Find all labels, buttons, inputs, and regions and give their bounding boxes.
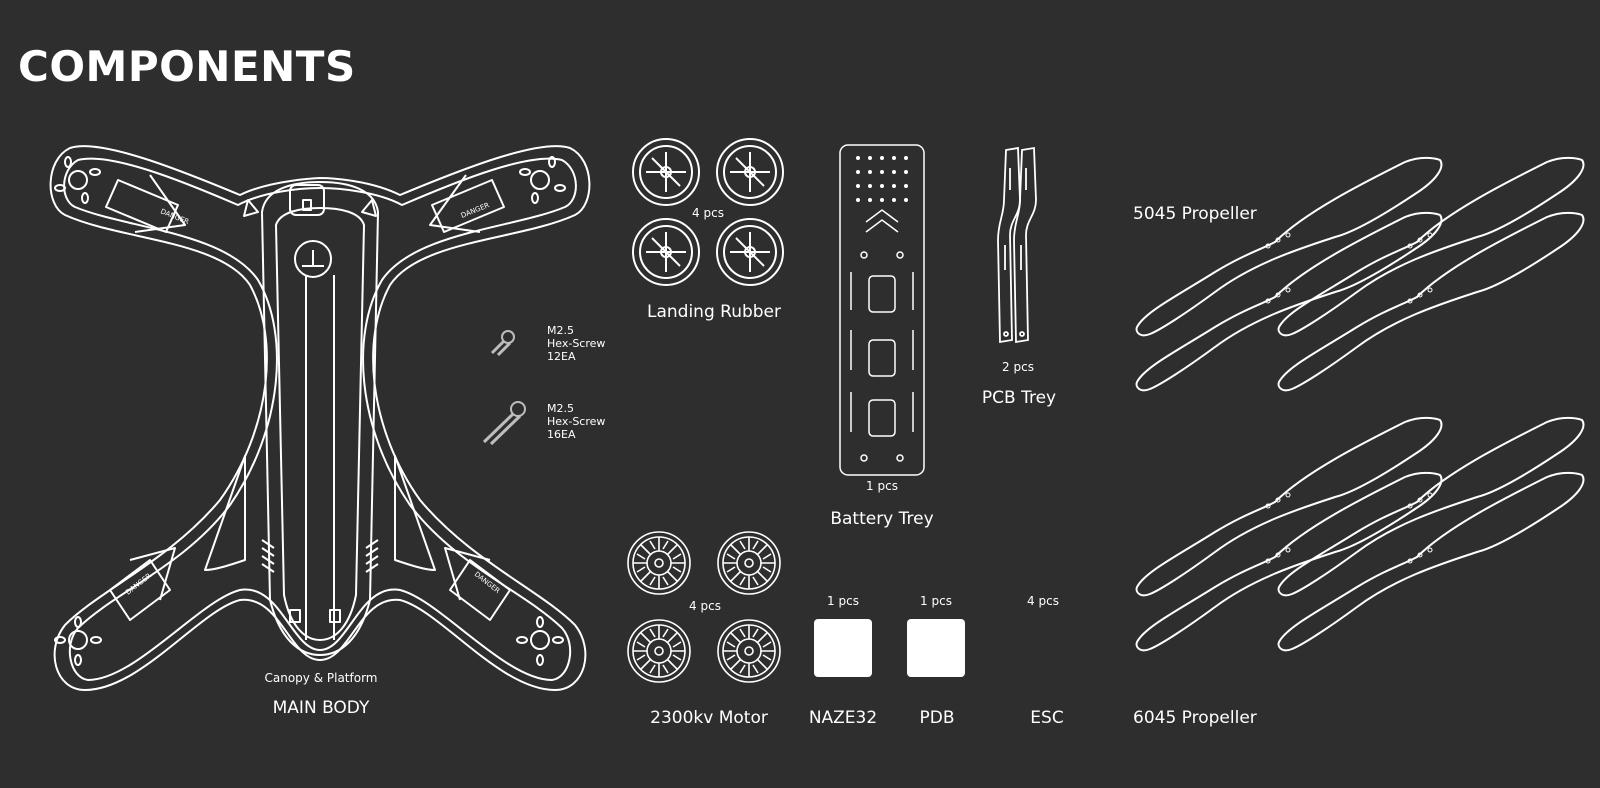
landing-rubber-icon [716,218,784,286]
main-body-sublabel: Canopy & Platform [264,671,378,685]
naze32-board [814,619,872,677]
pcb-trey-label: PCB Trey [981,388,1057,408]
propeller-icon [1277,211,1585,392]
propeller-5045-label: 5045 Propeller [1133,204,1257,224]
screw-1-type: Hex-Screw [547,337,606,350]
pdb-label: PDB [919,708,955,728]
naze32-qty: 1 pcs [827,594,859,608]
landing-rubber-icon [632,218,700,286]
motor-qty: 4 pcs [689,599,721,613]
propeller-icon [1135,416,1443,597]
battery-trey-holes [856,156,908,202]
screw-small-icon [490,330,515,357]
screw-1-size: M2.5 [547,324,574,337]
page-title: COMPONENTS [18,42,356,91]
pcb-trey-qty: 2 pcs [1002,360,1034,374]
landing-rubber-icon [632,138,700,206]
motor-icon [627,619,691,683]
propeller-icon [1135,211,1443,392]
landing-rubber-icon [716,138,784,206]
propeller-6045-label: 6045 Propeller [1133,708,1257,728]
esc-qty: 4 pcs [1027,594,1059,608]
screw-2-text: M2.5 Hex-Screw 16EA [547,402,605,441]
propeller-icon [1277,471,1585,652]
motor-icon [717,531,781,595]
battery-trey-label: Battery Trey [830,509,934,529]
pdb-board [907,619,965,677]
pdb-qty: 1 pcs [920,594,952,608]
landing-rubber-label: Landing Rubber [647,302,781,322]
screw-2-type: Hex-Screw [547,415,606,428]
battery-trey-qty: 1 pcs [866,479,898,493]
motor-label: 2300kv Motor [650,708,768,728]
propeller-icon [1135,471,1443,652]
esc-label: ESC [1030,708,1064,728]
motor-icon [627,531,691,595]
propeller-6045-group [1135,416,1585,652]
naze32-label: NAZE32 [808,708,878,728]
screw-1-count: 12EA [547,350,576,363]
canopy [261,181,379,656]
screw-1-text: M2.5 Hex-Screw 12EA [547,324,605,363]
frame-outline [49,145,591,691]
main-body-label: MAIN BODY [272,698,370,718]
motor-icon [717,619,781,683]
propeller-5045-group [1135,156,1585,392]
screw-2-size: M2.5 [547,402,574,415]
propeller-icon [1135,156,1443,337]
landing-rubber-qty: 4 pcs [692,206,724,220]
screw-long-icon [482,401,526,446]
screw-2-count: 16EA [547,428,576,441]
